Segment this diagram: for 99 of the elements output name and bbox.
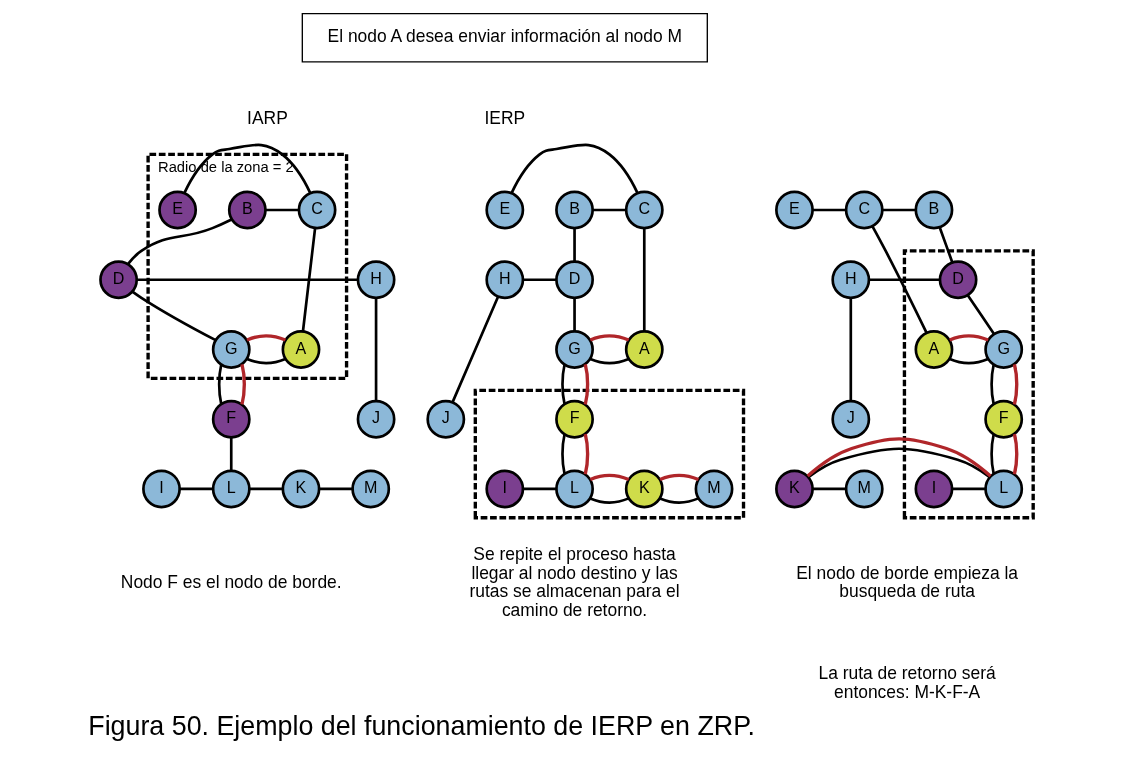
- cluster: [902, 249, 1035, 520]
- node-circle: I: [484, 469, 524, 509]
- node-circle: G: [554, 330, 594, 369]
- node-circle: K: [624, 469, 664, 509]
- node-circle: I: [141, 469, 181, 509]
- node-circle: J: [356, 399, 395, 439]
- node-circle: B: [914, 190, 953, 230]
- connector: [509, 143, 639, 194]
- connector: [239, 364, 246, 405]
- connector: [966, 294, 995, 335]
- label: Se repite el proceso hasta llegar al nodo destino y las rutas se almacenan para el camino de retorno.: [468, 543, 680, 621]
- connector: [948, 334, 989, 342]
- label: El nodo de borde empieza la busqueda de ruta: [795, 562, 1018, 602]
- connector: [246, 357, 286, 365]
- node-circle: G: [983, 330, 1023, 369]
- node-circle: K: [281, 469, 320, 509]
- connector: [1012, 364, 1018, 405]
- connector: [870, 225, 928, 334]
- node-circle: A: [624, 330, 664, 369]
- connector: [658, 473, 699, 482]
- node-circle: G: [211, 330, 251, 369]
- connector: [807, 447, 991, 479]
- node-circle: D: [938, 260, 978, 300]
- node-circle: F: [983, 399, 1023, 439]
- node-circle: D: [98, 260, 138, 300]
- node-circle: M: [350, 469, 390, 509]
- node-circle: L: [211, 469, 251, 509]
- connector: [806, 437, 992, 478]
- connector: [882, 208, 916, 212]
- connector: [812, 208, 846, 212]
- connector: [229, 437, 233, 471]
- node-circle: J: [425, 399, 465, 439]
- connector: [217, 364, 222, 404]
- node-circle: C: [624, 190, 664, 230]
- connector: [522, 487, 556, 491]
- node-circle: A: [914, 330, 953, 369]
- connector: [589, 334, 629, 342]
- node-circle: C: [297, 190, 336, 230]
- connector: [245, 334, 286, 342]
- caption: Figura 50. Ejemplo del funcionamiento de IERP en ZRP.: [87, 711, 755, 742]
- connector: [937, 226, 953, 263]
- label: Nodo F es el nodo de borde.: [120, 572, 342, 593]
- connector: [948, 357, 989, 365]
- connector: [450, 296, 499, 403]
- connector: [131, 290, 216, 342]
- node-circle: H: [356, 260, 395, 300]
- node-circle: D: [554, 260, 594, 300]
- connector: [868, 278, 940, 282]
- node-circle: L: [554, 469, 594, 509]
- node-circle: J: [830, 399, 870, 439]
- node-circle: B: [227, 190, 267, 230]
- connector: [589, 357, 629, 365]
- node-box: El nodo A desea enviar información al nodo M: [301, 12, 708, 63]
- connector: [592, 208, 626, 212]
- connector: [560, 364, 566, 404]
- node-circle: A: [281, 330, 320, 369]
- node-circle: H: [484, 260, 524, 300]
- connector: [522, 278, 556, 282]
- connector: [182, 143, 312, 194]
- cluster: [473, 388, 745, 520]
- node-circle: E: [484, 190, 524, 230]
- node-circle: E: [157, 190, 197, 230]
- node-circle: E: [774, 190, 814, 230]
- node-circle: F: [211, 399, 251, 439]
- label: IERP: [483, 108, 525, 129]
- node-circle: K: [774, 469, 814, 509]
- label: IARP: [246, 108, 288, 129]
- connector: [572, 228, 576, 262]
- connector: [319, 487, 352, 491]
- connector: [572, 298, 576, 331]
- connector: [642, 228, 646, 332]
- connector: [374, 297, 377, 401]
- connector: [848, 297, 852, 401]
- connector: [589, 473, 629, 482]
- node-circle: C: [844, 190, 884, 230]
- node-circle: M: [844, 469, 884, 509]
- node-circle: I: [914, 469, 953, 509]
- connector: [265, 208, 299, 212]
- node-circle: B: [554, 190, 594, 230]
- connector: [951, 487, 985, 491]
- connector: [989, 364, 995, 404]
- connector: [583, 433, 589, 475]
- label: La ruta de retorno será entonces: M-K-F-A: [818, 663, 996, 703]
- connector: [659, 497, 699, 504]
- connector: [126, 218, 232, 265]
- connector: [136, 278, 358, 282]
- connector: [301, 228, 316, 332]
- node-circle: L: [983, 469, 1023, 509]
- connector: [179, 487, 213, 491]
- connector: [589, 497, 629, 504]
- node-circle: M: [694, 469, 733, 509]
- connector: [583, 364, 589, 405]
- connector: [989, 434, 995, 474]
- node-circle: H: [830, 260, 870, 300]
- connector: [812, 487, 846, 491]
- connector: [249, 487, 283, 491]
- connector: [560, 434, 566, 474]
- node-circle: F: [554, 399, 594, 439]
- connector: [1012, 433, 1018, 475]
